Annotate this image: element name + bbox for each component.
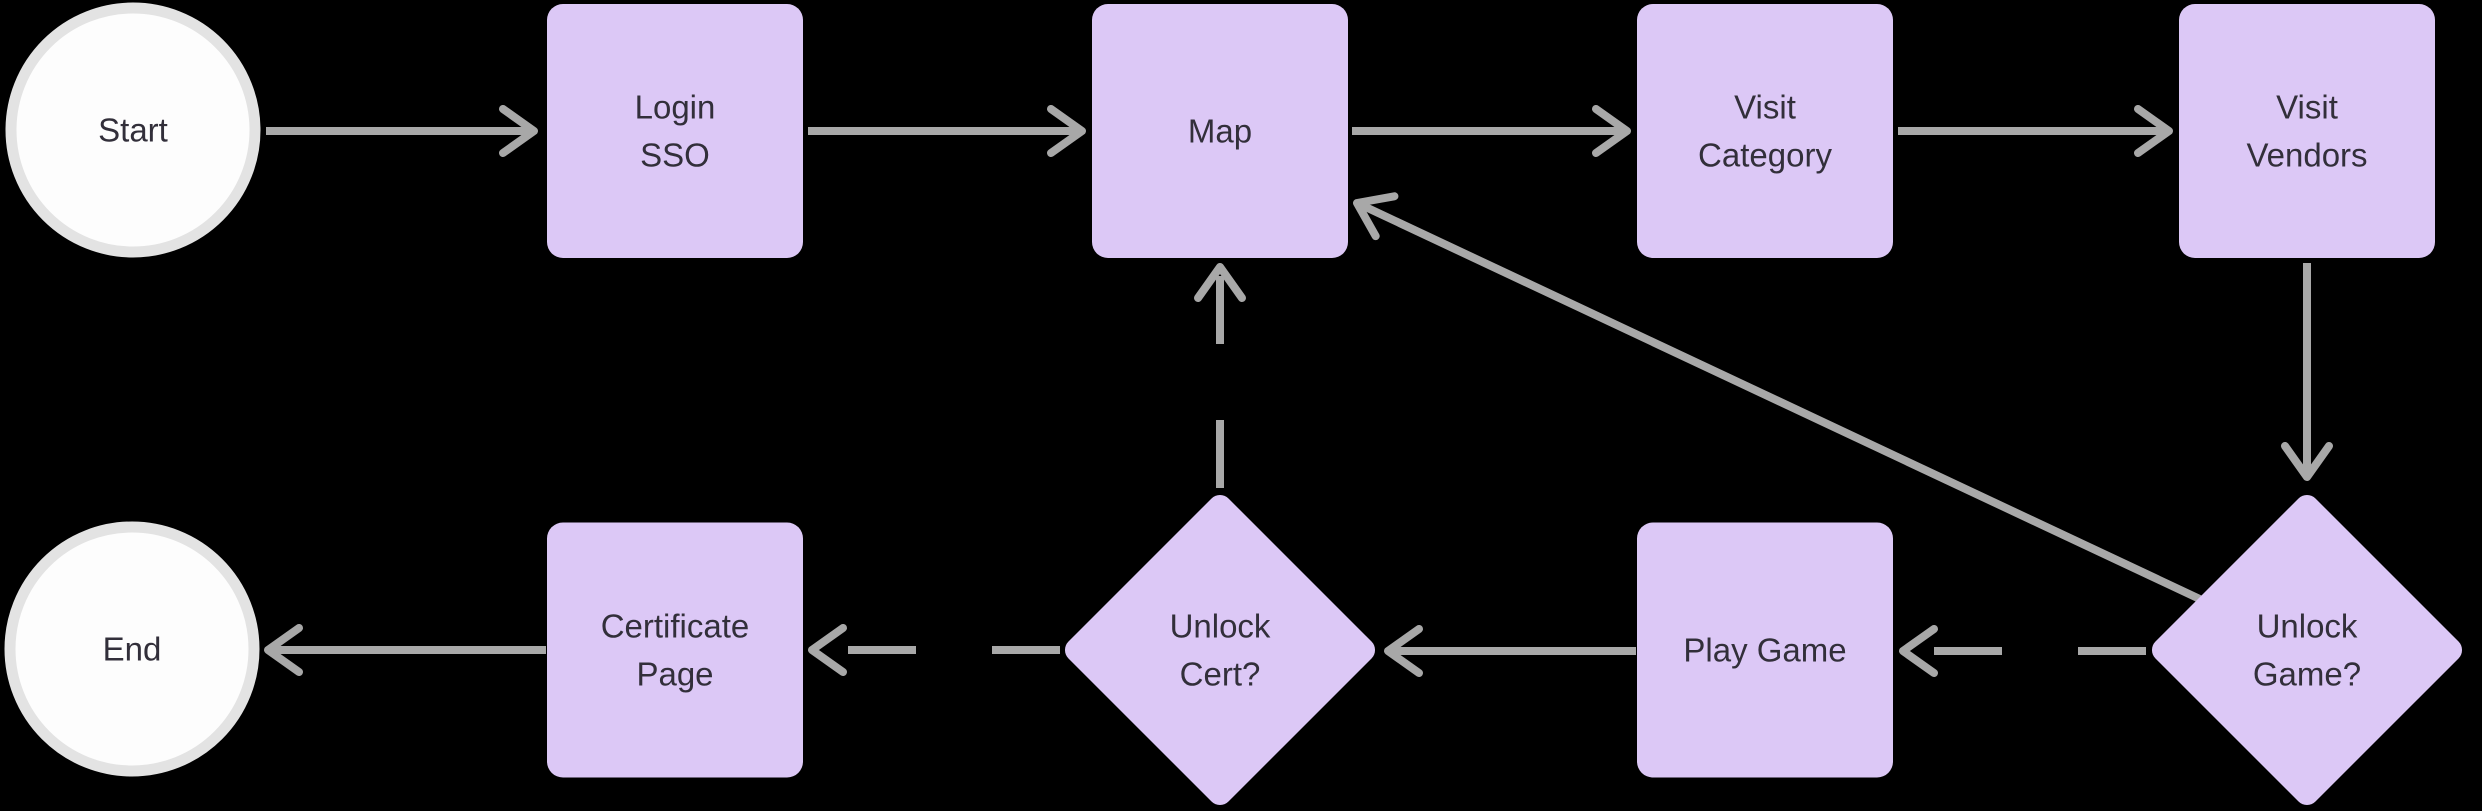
edge-unlock-game-to-map xyxy=(1353,192,2257,629)
unlock-cert-diamond[interactable] xyxy=(1060,490,1380,810)
start-label: Start xyxy=(98,112,168,149)
node-start[interactable]: Start xyxy=(5,2,261,258)
visit-category-label-line: Visit xyxy=(1734,89,1796,126)
visit-category-label-line: Category xyxy=(1698,137,1832,174)
node-play-game[interactable]: Play Game xyxy=(1637,522,1893,778)
node-map[interactable]: Map xyxy=(1092,4,1348,258)
visit-category-box[interactable] xyxy=(1637,4,1893,258)
node-end[interactable]: End xyxy=(4,521,260,777)
play-game-label-line: Play Game xyxy=(1683,632,1846,669)
map-label: Map xyxy=(1188,113,1252,150)
visit-vendors-box[interactable] xyxy=(2179,4,2435,258)
map-label-line: Map xyxy=(1188,113,1252,150)
login-sso-box[interactable] xyxy=(547,4,803,258)
visit-vendors-label-line: Visit xyxy=(2276,89,2338,126)
map-box[interactable] xyxy=(1092,4,1348,258)
unlock-game-diamond[interactable] xyxy=(2147,490,2467,810)
end-label-line: End xyxy=(103,631,162,668)
unlock-cert-label-line: Unlock xyxy=(1170,608,1271,645)
end-label: End xyxy=(103,631,162,668)
login-sso-label-line: SSO xyxy=(640,137,710,174)
start-label-line: Start xyxy=(98,112,168,149)
unlock-game-label-line: Game? xyxy=(2253,656,2361,693)
unlock-cert-label-line: Cert? xyxy=(1180,656,1261,693)
unlock-game-label-line: Unlock xyxy=(2257,608,2358,645)
start-circle[interactable] xyxy=(5,2,261,258)
login-sso-label-line: Login xyxy=(635,89,716,126)
certificate-page-label-line: Page xyxy=(636,656,713,693)
visit-vendors-label-line: Vendors xyxy=(2246,137,2367,174)
play-game-label: Play Game xyxy=(1683,632,1846,669)
edges-layer xyxy=(264,105,2333,677)
certificate-page-box[interactable] xyxy=(547,522,803,778)
play-game-box[interactable] xyxy=(1637,522,1893,778)
certificate-page-label-line: Certificate xyxy=(601,608,750,645)
end-circle[interactable] xyxy=(4,521,260,777)
